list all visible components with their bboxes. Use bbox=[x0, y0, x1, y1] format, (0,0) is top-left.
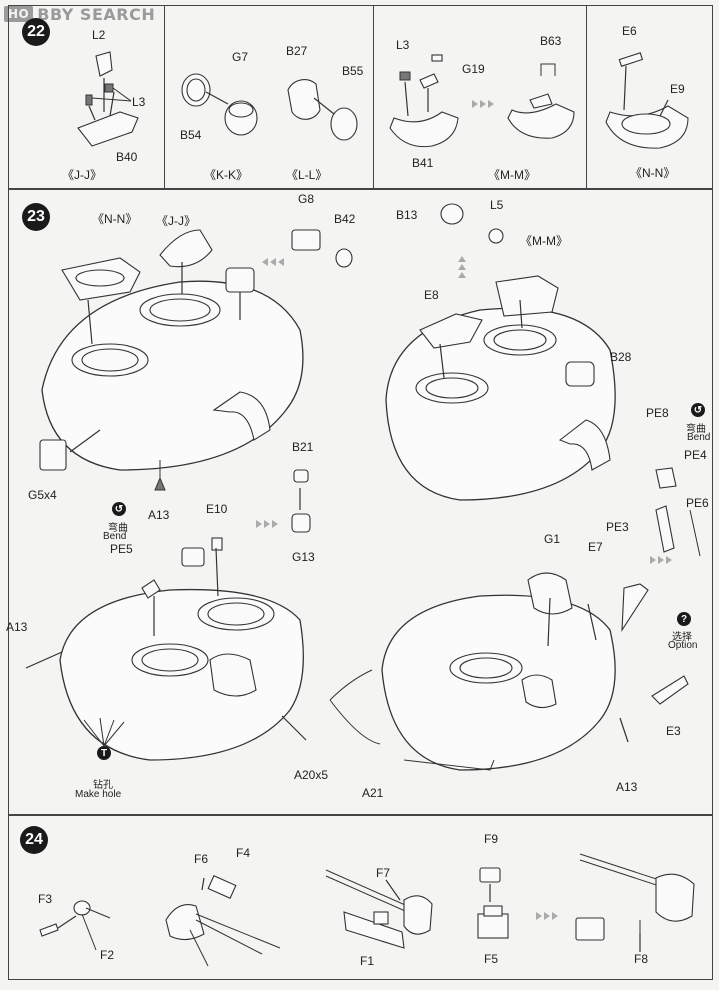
watermark-box: HO bbox=[4, 6, 34, 22]
label-F9: F9 bbox=[484, 832, 499, 846]
view-label-J-J: 《J-J》 bbox=[62, 168, 102, 182]
view-label-M-M: 《M-M》 bbox=[488, 168, 536, 182]
label-F8: F8 bbox=[634, 952, 649, 966]
label-B13: B13 bbox=[396, 208, 418, 222]
step-23-badge: 23 bbox=[22, 203, 50, 231]
step-23-panel bbox=[8, 189, 713, 815]
step-24-panel bbox=[8, 815, 713, 980]
step-22-panel bbox=[8, 5, 713, 189]
label-L3-step22b: L3 bbox=[396, 38, 410, 52]
label-E9: E9 bbox=[670, 82, 685, 96]
step-22-badge: 22 bbox=[22, 18, 50, 46]
bend-note-en-2: Bend bbox=[103, 531, 127, 542]
step-22-divider-3 bbox=[586, 5, 587, 189]
label-B54: B54 bbox=[180, 128, 202, 142]
label-G5x4: G5x4 bbox=[28, 488, 57, 502]
label-PE5: PE5 bbox=[110, 542, 133, 556]
step-22-divider-2 bbox=[373, 5, 374, 189]
view-label-J-J-23: 《J-J》 bbox=[156, 214, 196, 228]
view-label-M-M-23: 《M-M》 bbox=[520, 234, 568, 248]
label-L2: L2 bbox=[92, 28, 106, 42]
label-B40: B40 bbox=[116, 150, 138, 164]
label-L5: L5 bbox=[490, 198, 504, 212]
watermark-text: BBY SEARCH bbox=[37, 4, 156, 24]
label-B55: B55 bbox=[342, 64, 364, 78]
label-G13: G13 bbox=[292, 550, 315, 564]
label-A20x5: A20x5 bbox=[294, 768, 329, 782]
label-PE3: PE3 bbox=[606, 520, 629, 534]
label-F4: F4 bbox=[236, 846, 251, 860]
bend-icon: ↺ bbox=[691, 403, 705, 417]
label-G19: G19 bbox=[462, 62, 485, 76]
label-A13-b: A13 bbox=[6, 620, 28, 634]
label-B63: B63 bbox=[540, 34, 562, 48]
label-F1: F1 bbox=[360, 954, 375, 968]
label-B28: B28 bbox=[610, 350, 632, 364]
view-label-N-N-23: 《N-N》 bbox=[92, 212, 138, 226]
bend-note-en: Bend bbox=[687, 432, 711, 443]
hobby-search-watermark: HO BBY SEARCH bbox=[4, 3, 155, 25]
label-PE4: PE4 bbox=[684, 448, 707, 462]
label-F2: F2 bbox=[100, 948, 115, 962]
view-label-K-K: 《K-K》 bbox=[204, 168, 249, 182]
view-label-L-L: 《L-L》 bbox=[286, 168, 328, 182]
label-G7: G7 bbox=[232, 50, 249, 64]
bend-note-cn: 弯曲 bbox=[686, 424, 706, 435]
view-label-N-N: 《N-N》 bbox=[630, 166, 676, 180]
label-A13-c: A13 bbox=[616, 780, 638, 794]
label-L3: L3 bbox=[132, 95, 146, 109]
label-G8: G8 bbox=[298, 192, 315, 206]
option-note-en: Option bbox=[668, 640, 698, 651]
label-E6: E6 bbox=[622, 24, 637, 38]
bend-note-cn-2: 弯曲 bbox=[108, 523, 128, 534]
label-E8: E8 bbox=[424, 288, 439, 302]
label-F5: F5 bbox=[484, 952, 499, 966]
label-B41: B41 bbox=[412, 156, 434, 170]
label-B27: B27 bbox=[286, 44, 308, 58]
drill-hole-icon: T bbox=[97, 746, 111, 760]
label-PE8: PE8 bbox=[646, 406, 669, 420]
option-icon: ? bbox=[677, 612, 691, 626]
step-22-divider-1 bbox=[164, 5, 165, 189]
option-note-cn: 选择 bbox=[672, 632, 692, 643]
hole-note-cn: 钻孔 bbox=[93, 780, 113, 791]
hole-note-en: Make hole bbox=[75, 789, 122, 800]
label-F3: F3 bbox=[38, 892, 53, 906]
step-24-badge: 24 bbox=[20, 826, 48, 854]
label-F7: F7 bbox=[376, 866, 391, 880]
label-B21: B21 bbox=[292, 440, 314, 454]
label-E3: E3 bbox=[666, 724, 681, 738]
label-A13-a: A13 bbox=[148, 508, 170, 522]
label-G1: G1 bbox=[544, 532, 561, 546]
label-B42: B42 bbox=[334, 212, 356, 226]
bend-icon: ↺ bbox=[112, 502, 126, 516]
label-E10: E10 bbox=[206, 502, 228, 516]
label-A21: A21 bbox=[362, 786, 384, 800]
label-E7: E7 bbox=[588, 540, 603, 554]
label-PE6: PE6 bbox=[686, 496, 709, 510]
label-F6: F6 bbox=[194, 852, 209, 866]
